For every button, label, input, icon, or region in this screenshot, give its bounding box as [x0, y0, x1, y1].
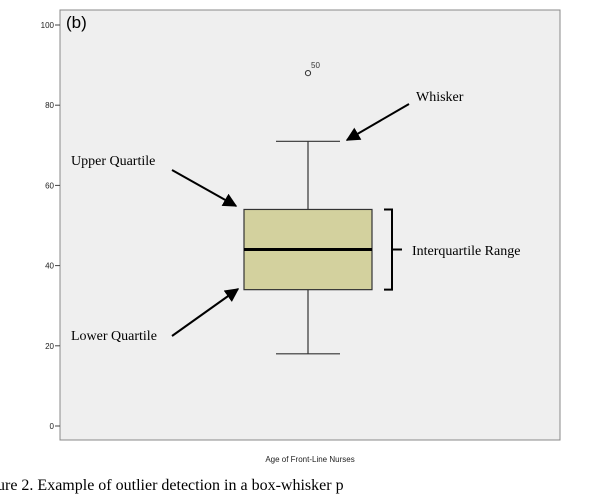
y-tick-label-80: 80 [45, 101, 54, 110]
figure-caption: ure 2. Example of outlier detection in a… [0, 477, 344, 494]
annotation-whisker: Whisker [416, 90, 464, 105]
panel-label: (b) [66, 13, 87, 32]
arrow-lower-quartile [171, 288, 240, 337]
box-plot [243, 140, 373, 355]
y-axis: 0 20 40 60 80 100 [41, 21, 60, 431]
y-tick-label-60: 60 [45, 181, 54, 190]
y-tick-label-40: 40 [45, 262, 54, 271]
outlier-label-0: 50 [311, 61, 320, 70]
y-tick-label-20: 20 [45, 342, 54, 351]
annotation-iqr: Interquartile Range [412, 244, 520, 259]
annotation-upper-quartile: Upper Quartile [71, 154, 155, 169]
annotation-lower-quartile: Lower Quartile [71, 329, 157, 344]
y-tick-label-100: 100 [41, 21, 55, 30]
outliers: 50 [304, 61, 320, 77]
iqr-bracket [384, 208, 402, 291]
y-tick-label-0: 0 [50, 422, 55, 431]
outlier-point-0 [304, 70, 312, 77]
x-axis-label: Age of Front-Line Nurses [265, 455, 354, 464]
arrow-whisker [345, 103, 410, 141]
arrow-upper-quartile [171, 169, 238, 207]
